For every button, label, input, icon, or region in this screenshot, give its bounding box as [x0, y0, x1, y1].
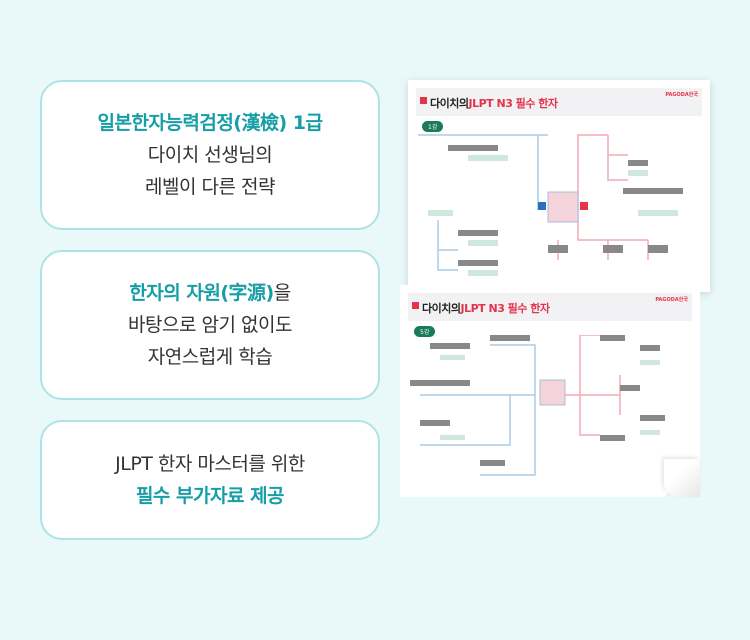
kanji-diagram [418, 134, 683, 276]
card-line: 바탕으로 암기 없이도 [128, 314, 292, 336]
card-highlight: 일본한자능력검정(漢檢) 1급 [97, 112, 323, 134]
feature-card-2: 한자의 자원(字源)을 바탕으로 암기 없이도 자연스럽게 학습 [40, 250, 380, 400]
brand-logo: PAGODA한국 [665, 92, 698, 98]
logo-mark-icon [412, 302, 419, 309]
slide-header [408, 293, 692, 321]
slide-preview-1: 다이치의JLPT N3 필수 한자 PAGODA한국 1강 [408, 80, 710, 292]
card-suffix: 을 [273, 282, 291, 304]
lesson-badge: 1강 [422, 121, 444, 132]
logo-mark-icon [420, 97, 427, 104]
slide-preview-2: 다이치의JLPT N3 필수 한자 PAGODA한국 5강 [400, 285, 700, 497]
card-highlight: 한자의 자원(字源) [129, 282, 274, 304]
feature-card-1: 일본한자능력검정(漢檢) 1급 다이치 선생님의 레벨이 다른 전략 [40, 80, 380, 230]
card-line: 자연스럽게 학습 [147, 346, 273, 368]
card-line: 레벨이 다른 전략 [145, 176, 275, 198]
card-line: 다이치 선생님의 [147, 144, 273, 166]
slide-title: 다이치의JLPT N3 필수 한자 [430, 97, 558, 110]
page-curl [664, 459, 700, 497]
slide-header [416, 88, 702, 116]
card-highlight: 필수 부가자료 제공 [135, 485, 285, 507]
slide-title: 다이치의JLPT N3 필수 한자 [422, 302, 550, 315]
lesson-badge: 5강 [414, 326, 436, 337]
brand-logo: PAGODA한국 [655, 297, 688, 303]
feature-card-3: JLPT 한자 마스터를 위한 필수 부가자료 제공 [40, 420, 380, 540]
kanji-diagram [410, 335, 665, 476]
card-line: JLPT 한자 마스터를 위한 [115, 453, 305, 475]
